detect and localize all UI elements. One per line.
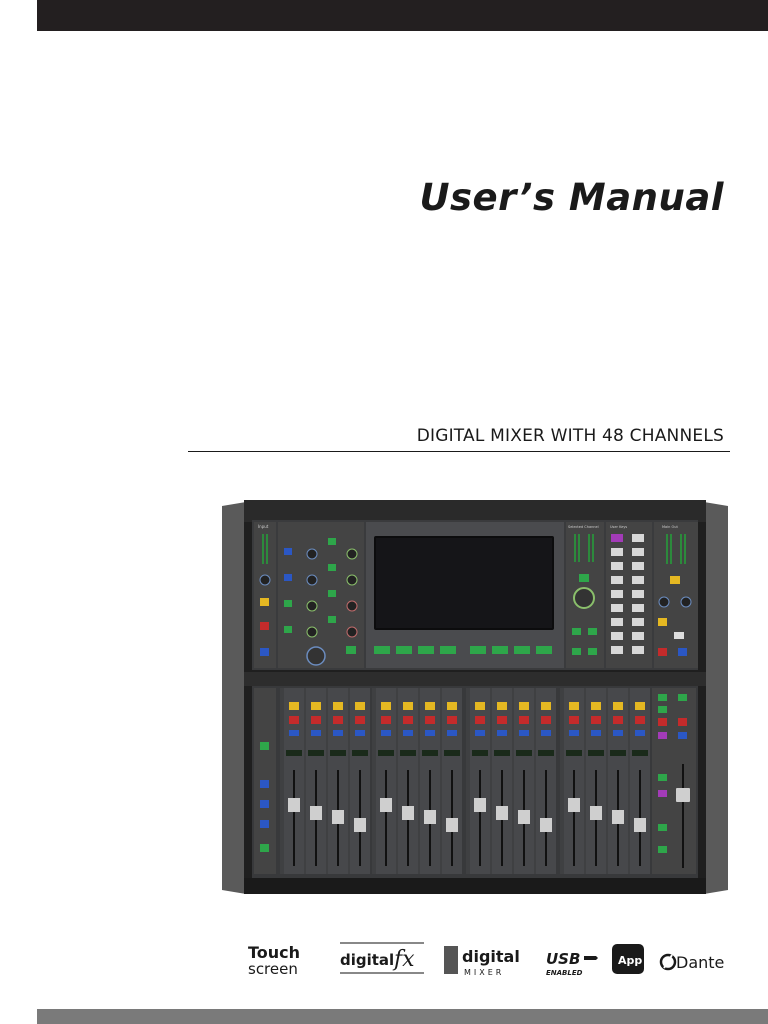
svg-text:Input: Input xyxy=(258,524,269,529)
svg-text:User Keys: User Keys xyxy=(610,525,627,529)
svg-text:Touch: Touch xyxy=(248,943,300,962)
digitalmixer-logo: digital MIXER xyxy=(444,946,520,977)
usb-logo: USB ENABLED xyxy=(546,950,598,977)
svg-text:digital: digital xyxy=(462,947,520,966)
svg-text:Main Out: Main Out xyxy=(662,525,678,529)
input-panel: Input xyxy=(254,522,276,668)
app-logo: App xyxy=(612,944,644,974)
digitalfx-logo: digital fx xyxy=(340,942,424,974)
footer-bar xyxy=(37,1009,768,1024)
touchscreen-logo: Touch screen xyxy=(248,943,300,978)
svg-text:USB: USB xyxy=(546,950,580,968)
svg-text:digital: digital xyxy=(340,951,394,969)
header-bar xyxy=(37,0,768,31)
svg-text:fx: fx xyxy=(392,947,415,972)
svg-text:App: App xyxy=(618,954,642,967)
dante-logo: Dante xyxy=(659,953,724,972)
title-divider xyxy=(188,451,730,452)
mixer-product-image: Input Selected Channel xyxy=(222,500,728,894)
user-keys-panel: User Keys xyxy=(606,522,652,668)
feature-logos: Touch screen digital fx digital MIXER US… xyxy=(248,942,724,978)
main-out-panel: Main Out xyxy=(654,522,698,668)
selected-channel-panel: Selected Channel xyxy=(566,522,604,668)
fader-banks xyxy=(280,688,650,874)
svg-text:MIXER: MIXER xyxy=(464,968,504,977)
svg-text:ENABLED: ENABLED xyxy=(546,969,583,977)
document-title: User’s Manual xyxy=(419,176,724,219)
svg-text:screen: screen xyxy=(248,960,298,978)
svg-text:Selected Channel: Selected Channel xyxy=(568,525,599,529)
svg-text:Dante: Dante xyxy=(676,953,724,972)
document-subtitle: DIGITAL MIXER WITH 48 CHANNELS xyxy=(416,426,724,446)
